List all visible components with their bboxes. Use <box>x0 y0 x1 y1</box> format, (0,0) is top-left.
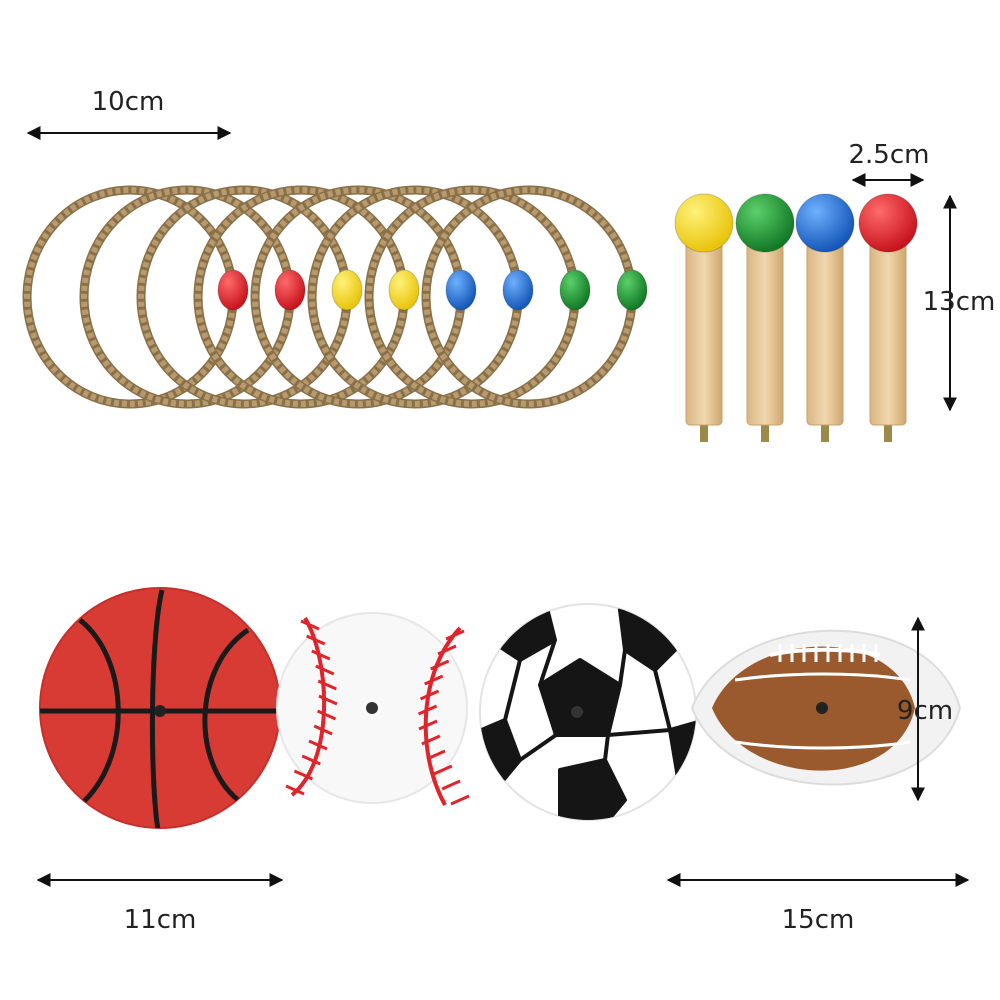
peg-head-green <box>735 193 795 253</box>
football-peg-hole <box>816 702 828 714</box>
basketball-base <box>39 587 281 829</box>
bead-yellow <box>331 269 363 311</box>
peg-green <box>735 193 795 442</box>
rope-ring <box>364 185 591 409</box>
bead-blue <box>502 269 534 311</box>
peg-yellow <box>674 193 734 442</box>
peg-height-dimension: 13cm <box>923 194 996 412</box>
peg-head-blue <box>795 193 855 253</box>
ring-dimension-label: 10cm <box>92 87 165 117</box>
bead-green <box>559 269 591 311</box>
peg-head-dimension: 2.5cm <box>849 140 930 187</box>
peg-head-red <box>858 193 918 253</box>
football-height-dimension: 9cm <box>897 616 953 802</box>
bead-red <box>217 269 249 311</box>
football-width-dimension: 15cm <box>666 873 970 935</box>
football-width-dimension-label: 15cm <box>782 905 855 935</box>
wooden-pegs <box>674 193 918 442</box>
basketball-width-dimension-label: 11cm <box>124 905 197 935</box>
soccer-ball-base <box>479 603 697 821</box>
basketball-peg-hole <box>154 705 166 717</box>
rope-ring <box>136 185 363 409</box>
bead-yellow <box>388 269 420 311</box>
rope-ring <box>421 185 648 409</box>
bead-blue <box>445 269 477 311</box>
rope-rings <box>22 185 648 409</box>
rope-ring <box>307 185 534 409</box>
football-base <box>690 629 962 786</box>
peg-head-yellow <box>674 193 734 253</box>
peg-head-dimension-label: 2.5cm <box>849 140 930 170</box>
peg-height-dimension-label: 13cm <box>923 287 996 317</box>
bead-green <box>616 269 648 311</box>
ring-dimension: 10cm <box>26 87 232 140</box>
bead-red <box>274 269 306 311</box>
rope-ring <box>250 185 477 409</box>
peg-blue <box>795 193 855 442</box>
rope-ring <box>193 185 420 409</box>
basketball-width-dimension: 11cm <box>36 873 284 935</box>
peg-red <box>858 193 918 442</box>
rope-ring <box>22 185 249 409</box>
football-height-dimension-label: 9cm <box>897 696 953 726</box>
baseball-base <box>276 612 470 806</box>
baseball-peg-hole <box>366 702 378 714</box>
soccer-ball-peg-hole <box>571 706 583 718</box>
rope-ring <box>79 185 306 409</box>
